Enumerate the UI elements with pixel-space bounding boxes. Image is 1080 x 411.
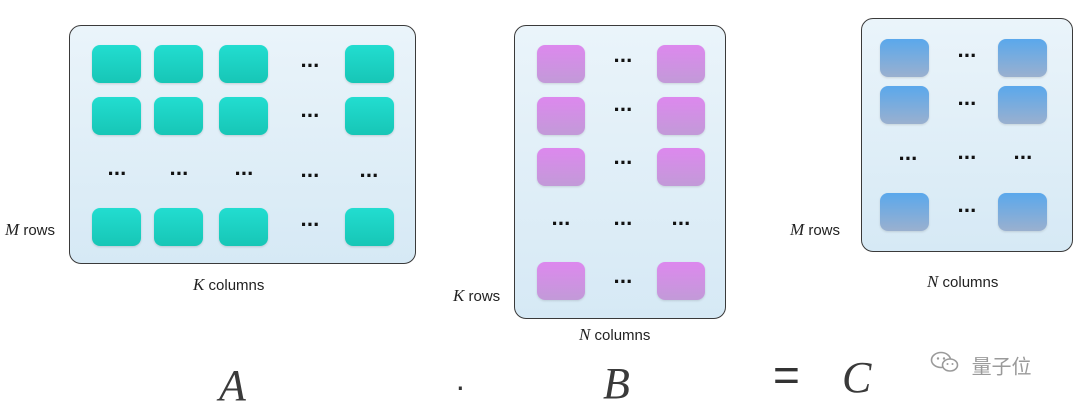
matrix-a-ellipsis: ···	[107, 161, 128, 186]
col-dim-var: N	[579, 325, 591, 344]
matrix-a-cell	[345, 208, 394, 246]
matrix-a-cell	[345, 97, 394, 135]
matrix-b-ellipsis: ···	[613, 269, 634, 294]
matrix-b-ellipsis: ···	[613, 211, 634, 236]
matrix-b-cell	[537, 97, 585, 135]
matrix-c-col-label: N columns	[927, 272, 998, 292]
symbol-a: A	[219, 361, 246, 410]
matrix-a-cell	[154, 208, 203, 246]
matrix-c-cell	[998, 86, 1047, 124]
matrix-b-ellipsis: ···	[613, 97, 634, 122]
col-dim-text: columns	[942, 274, 999, 291]
matrix-c-cell	[880, 193, 929, 231]
matrix-b-ellipsis: ···	[613, 48, 634, 73]
matrix-b-cell	[537, 262, 585, 300]
matrix-a-ellipsis: ···	[169, 161, 190, 186]
matrix-a-ellipsis: ···	[300, 53, 321, 78]
matrix-c-cell	[880, 39, 929, 77]
row-dim-text: rows	[23, 222, 56, 239]
matrix-c-ellipsis: ···	[957, 198, 978, 223]
equals-operator: =	[773, 349, 800, 401]
matrix-c-ellipsis: ···	[957, 91, 978, 116]
matrix-b-cell	[657, 148, 705, 186]
matrix-c-ellipsis: ···	[957, 145, 978, 170]
matrix-b-col-label: N columns	[579, 325, 650, 345]
matrix-a-cell	[219, 97, 268, 135]
row-dim-text: rows	[468, 288, 501, 305]
matrix-b-cell	[657, 45, 705, 83]
matrix-a-ellipsis: ···	[300, 103, 321, 128]
matrix-c-cell	[998, 39, 1047, 77]
matrix-a-row-label: M rows	[5, 220, 55, 240]
matrix-a-cell	[219, 45, 268, 83]
matrix-a-cell	[219, 208, 268, 246]
col-dim-var: K	[193, 275, 205, 294]
col-dim-text: columns	[208, 277, 265, 294]
matrix-a-ellipsis: ···	[359, 163, 380, 188]
matrix-b-cell	[657, 97, 705, 135]
row-dim-var: K	[453, 286, 465, 305]
matrix-b-cell	[537, 45, 585, 83]
col-dim-text: columns	[594, 327, 651, 344]
matrix-a-cell	[154, 97, 203, 135]
matrix-a-cell	[154, 45, 203, 83]
row-dim-text: rows	[808, 222, 841, 239]
matrix-c-cell	[998, 193, 1047, 231]
matrix-b-cell	[537, 148, 585, 186]
matrix-c-row-label: M rows	[790, 220, 840, 240]
symbol-b: B	[603, 359, 630, 408]
matrix-c-cell	[880, 86, 929, 124]
multiply-operator: ·	[455, 368, 466, 404]
watermark-text: 量子位	[971, 356, 1032, 379]
matrix-c-ellipsis: ···	[898, 146, 919, 171]
matrix-c-ellipsis: ···	[957, 43, 978, 68]
row-dim-var: M	[5, 220, 20, 239]
wechat-icon	[930, 350, 960, 380]
matrix-b-ellipsis: ···	[551, 211, 572, 236]
watermark: 量子位	[930, 350, 1032, 380]
matrix-a-ellipsis: ···	[234, 161, 255, 186]
matrix-a-col-label: K columns	[193, 275, 264, 295]
matrix-a-cell	[92, 208, 141, 246]
matrix-b-row-label: K rows	[453, 286, 500, 306]
matrix-b-ellipsis: ···	[671, 211, 692, 236]
matrix-c: ··· ··· ··· ··· ··· ···	[861, 18, 1073, 252]
symbol-c: C	[842, 353, 872, 402]
matrix-b-cell	[657, 262, 705, 300]
matrix-b: ··· ··· ··· ··· ··· ··· ···	[514, 25, 726, 319]
matrix-a: ··· ··· ··· ··· ··· ··· ··· ···	[69, 25, 416, 264]
matrix-b-ellipsis: ···	[613, 150, 634, 175]
matrix-a-cell	[92, 97, 141, 135]
matrix-c-ellipsis: ···	[1013, 145, 1034, 170]
matrix-a-ellipsis: ···	[300, 212, 321, 237]
matrix-a-cell	[345, 45, 394, 83]
col-dim-var: N	[927, 272, 939, 291]
matrix-a-cell	[92, 45, 141, 83]
matrix-a-ellipsis: ···	[300, 163, 321, 188]
row-dim-var: M	[790, 220, 805, 239]
